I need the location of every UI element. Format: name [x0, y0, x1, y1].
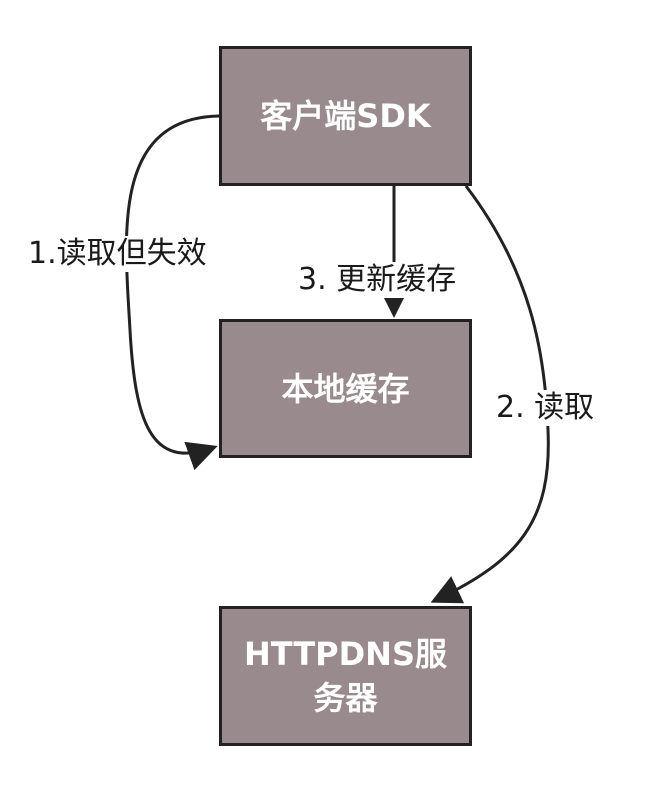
edge-label-read: 2. 读取 — [494, 390, 597, 426]
node-httpdns-server-label: HTTPDNS服务器 — [243, 635, 448, 717]
node-local-cache: 本地缓存 — [219, 319, 472, 458]
node-httpdns-server: HTTPDNS服务器 — [219, 606, 472, 746]
node-local-cache-label: 本地缓存 — [281, 369, 410, 408]
edge-label-read-but-expired: 1.读取但失效 — [26, 236, 209, 272]
edge-read — [430, 185, 550, 604]
node-client-sdk-label: 客户端SDK — [260, 97, 431, 135]
node-client-sdk: 客户端SDK — [219, 46, 472, 186]
edge-read-but-expired — [124, 114, 220, 471]
edge-label-update-cache: 3. 更新缓存 — [296, 262, 459, 298]
